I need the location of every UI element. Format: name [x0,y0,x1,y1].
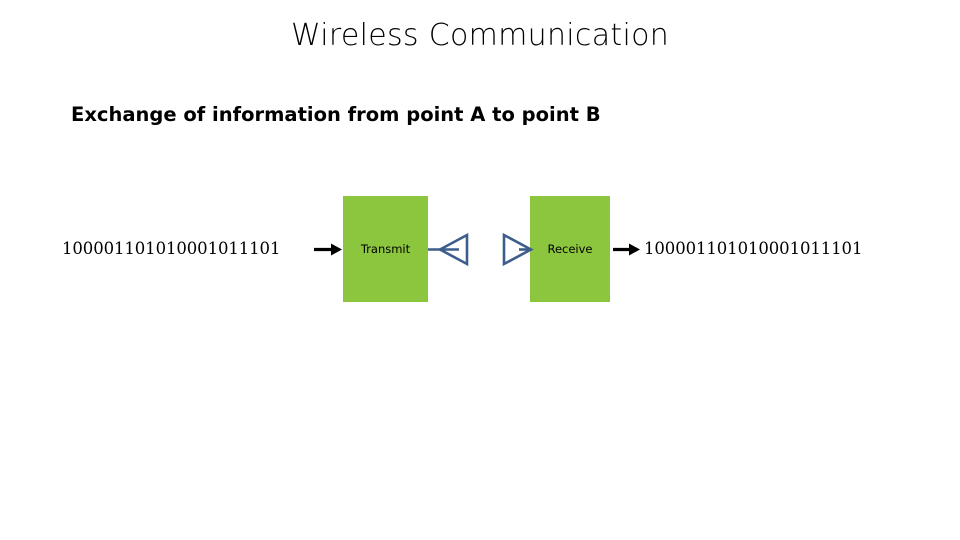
slide-subtitle: Exchange of information from point A to … [71,103,601,126]
receive-block[interactable]: Receive [530,196,610,302]
page-title: Wireless Communication [290,18,670,53]
output-binary-label: 100001101010001011101 [644,239,863,258]
antenna-triangle-right-icon [502,232,534,267]
receive-block-label: Receive [547,242,593,256]
arrow-right-icon [314,243,342,256]
arrow-right-icon [613,243,640,256]
input-binary-label: 100001101010001011101 [62,239,281,258]
antenna-triangle-left-icon [428,232,469,267]
transmit-block[interactable]: Transmit [343,196,428,302]
transmit-block-label: Transmit [360,242,411,256]
